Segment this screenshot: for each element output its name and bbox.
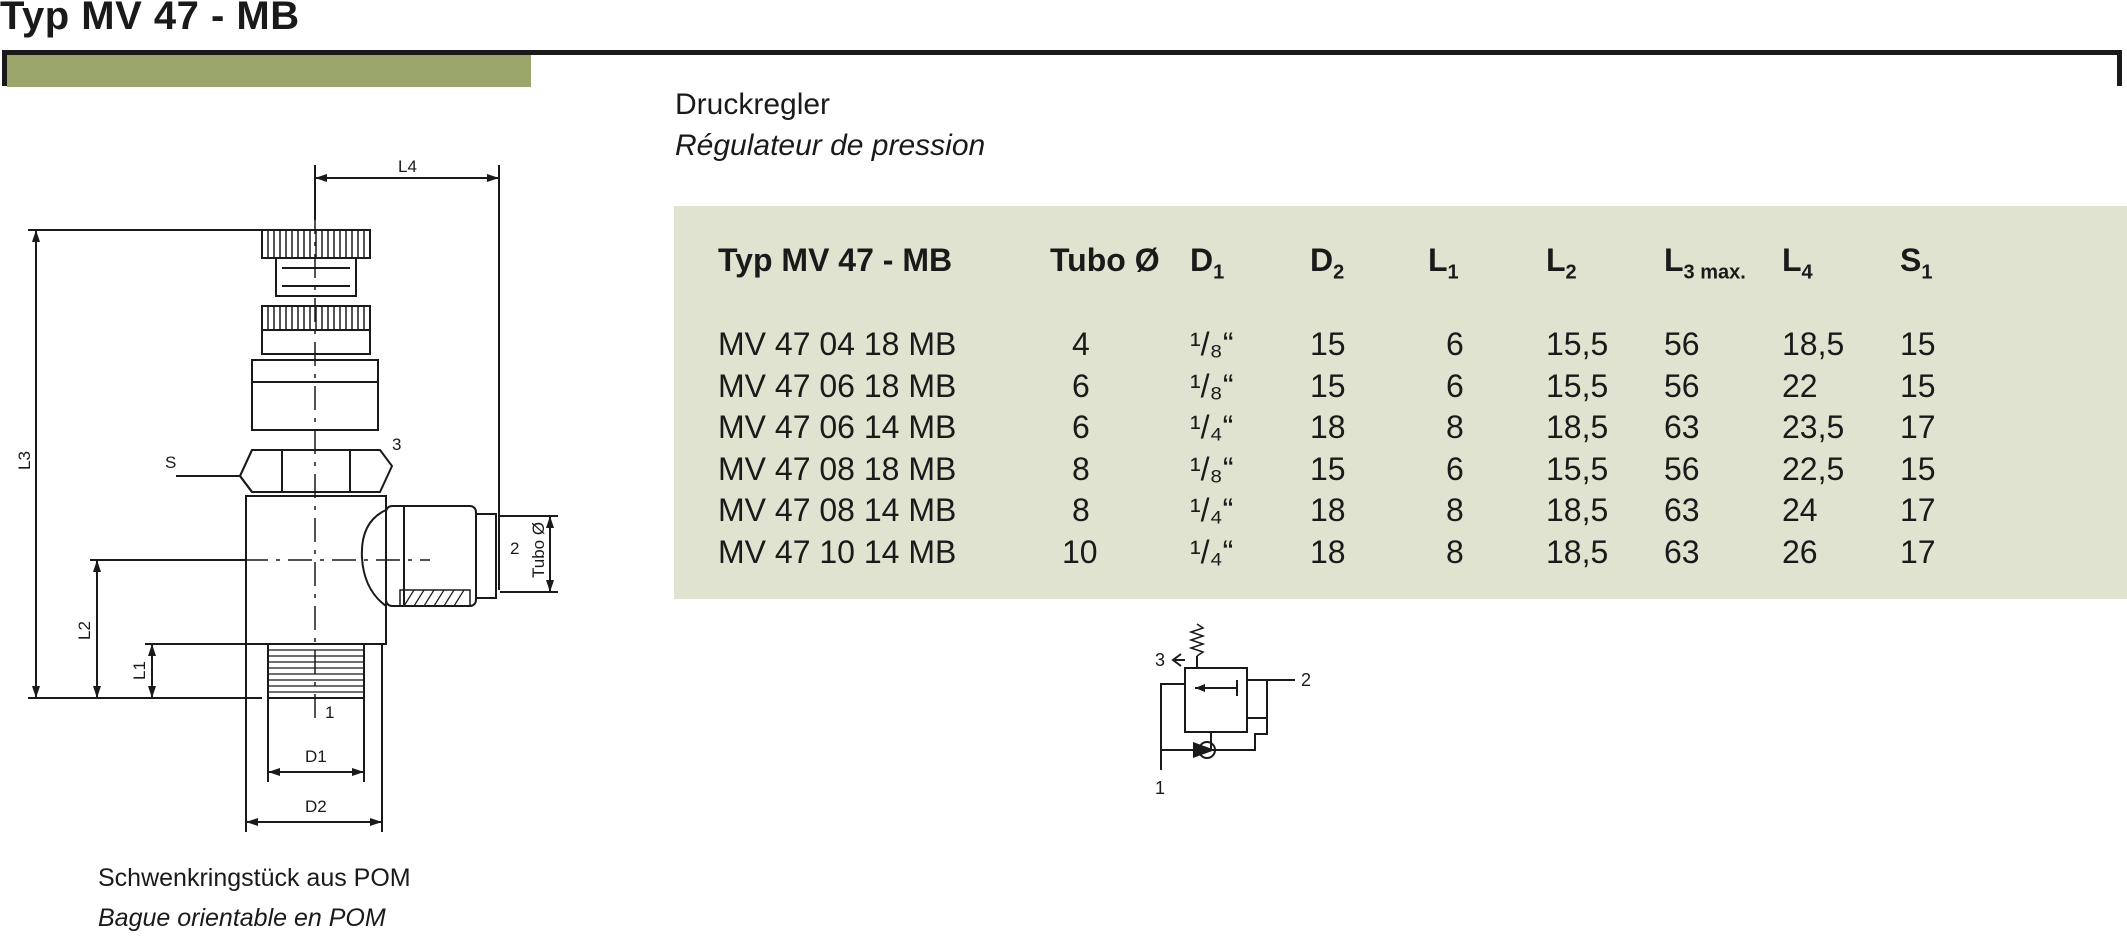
cell-l2: 18,5	[1546, 492, 1609, 528]
cell-l1: 6	[1446, 450, 1464, 487]
table-row: MV 47 04 18 MB 4 ¹/₈“ 15 6 15,5 56 18,5 …	[718, 324, 2000, 366]
cell-d1: ¹/₈“	[1190, 367, 1234, 404]
cell-d1: ¹/₄“	[1190, 533, 1234, 570]
cell-d1: ¹/₄“	[1190, 409, 1234, 445]
header-type: Typ MV 47 - MB	[718, 242, 953, 278]
cell-l2: 15,5	[1546, 367, 1609, 404]
table-row: MV 47 10 14 MB 10 ¹/₄“ 18 8 18,5 63 26 1…	[718, 532, 2000, 574]
header-l3: L3 max.	[1664, 242, 1746, 284]
cell-type: MV 47 08 14 MB	[718, 492, 957, 528]
cell-tubo: 8	[1072, 492, 1090, 528]
table-row: MV 47 08 18 MB 8 ¹/₈“ 15 6 15,5 56 22,5 …	[718, 449, 2000, 491]
cell-l3: 56	[1664, 326, 1700, 362]
table-row: MV 47 06 18 MB 6 ¹/₈“ 15 6 15,5 56 22 15	[718, 366, 2000, 408]
technical-drawing: L4 L3 L2 L1 D1 D2 S 3 2 1 Tubo Ø	[15, 157, 558, 832]
cell-tubo: 6	[1072, 367, 1090, 404]
cell-type: MV 47 06 18 MB	[718, 367, 957, 404]
cell-s1: 17	[1900, 533, 1936, 570]
cell-l4: 22,5	[1782, 450, 1845, 487]
pneumatic-symbol: 3 2 1	[1155, 623, 1311, 798]
label-s: S	[165, 453, 176, 472]
spec-table: Typ MV 47 - MB Tubo Ø D1 D2 L1 L2 L3 max…	[718, 242, 2000, 573]
cell-d2: 15	[1310, 367, 1346, 404]
cell-l3: 63	[1664, 409, 1700, 445]
page-title: Typ MV 47 - MB	[0, 0, 300, 38]
label-port-3: 3	[392, 435, 401, 454]
spec-table-panel: Typ MV 47 - MB Tubo Ø D1 D2 L1 L2 L3 max…	[674, 206, 2127, 599]
cell-d1: ¹/₄“	[1190, 492, 1234, 528]
cell-l4: 18,5	[1782, 326, 1845, 362]
cell-d1: ¹/₈“	[1190, 450, 1234, 487]
cell-d2: 18	[1310, 492, 1346, 528]
cell-tubo: 10	[1062, 533, 1098, 570]
symbol-port-1: 1	[1155, 778, 1165, 798]
cell-s1: 17	[1900, 492, 1936, 528]
caption-french: Bague orientable en POM	[98, 904, 386, 932]
cell-l1: 8	[1446, 409, 1464, 445]
cell-s1: 15	[1900, 367, 1936, 404]
cell-l2: 15,5	[1546, 326, 1609, 362]
cell-s1: 15	[1900, 326, 1936, 362]
cell-l1: 6	[1446, 367, 1464, 404]
cell-l2: 18,5	[1546, 409, 1609, 445]
cell-l1: 6	[1446, 326, 1464, 362]
cell-d1: ¹/₈“	[1190, 326, 1234, 362]
label-l3: L3	[15, 451, 34, 470]
cell-l1: 8	[1446, 533, 1464, 570]
header-d2: D2	[1310, 242, 1345, 284]
cell-type: MV 47 04 18 MB	[718, 326, 957, 362]
header-s1: S1	[1900, 242, 1933, 284]
label-d1: D1	[305, 747, 327, 766]
cell-l3: 63	[1664, 492, 1700, 528]
label-d2: D2	[305, 797, 327, 816]
table-row: MV 47 06 14 MB 6 ¹/₄“ 18 8 18,5 63 23,5 …	[718, 407, 2000, 449]
cell-d2: 15	[1310, 450, 1346, 487]
cell-tubo: 4	[1072, 326, 1090, 362]
description-german: Druckregler	[675, 88, 831, 121]
header-tubo: Tubo Ø	[1050, 242, 1160, 278]
header-l2: L2	[1546, 242, 1577, 284]
cell-l4: 24	[1782, 492, 1818, 528]
cell-l3: 56	[1664, 450, 1700, 487]
cell-d2: 18	[1310, 409, 1346, 445]
cell-l2: 15,5	[1546, 450, 1609, 487]
table-header-row: Typ MV 47 - MB Tubo Ø D1 D2 L1 L2 L3 max…	[718, 242, 2000, 300]
cell-s1: 15	[1900, 450, 1936, 487]
cell-l3: 56	[1664, 367, 1700, 404]
table-row: MV 47 08 14 MB 8 ¹/₄“ 18 8 18,5 63 24 17	[718, 490, 2000, 532]
label-port-1: 1	[325, 703, 334, 722]
label-l1: L1	[130, 661, 149, 680]
header-d1: D1	[1190, 242, 1225, 284]
title-frame	[2, 50, 2122, 86]
cell-type: MV 47 08 18 MB	[718, 450, 957, 487]
cell-tubo: 8	[1072, 450, 1090, 487]
cell-l4: 22	[1782, 367, 1818, 404]
symbol-port-2: 2	[1301, 670, 1311, 690]
label-tubo: Tubo Ø	[529, 522, 548, 578]
cell-type: MV 47 06 14 MB	[718, 409, 957, 445]
description-french: Régulateur de pression	[675, 129, 986, 162]
cell-type: MV 47 10 14 MB	[718, 533, 957, 570]
label-port-2: 2	[510, 539, 519, 558]
cell-l2: 18,5	[1546, 533, 1609, 570]
header-l4: L4	[1782, 242, 1813, 284]
label-l4: L4	[398, 157, 417, 176]
cell-tubo: 6	[1072, 409, 1090, 445]
cell-d2: 15	[1310, 326, 1346, 362]
symbol-port-3: 3	[1155, 650, 1165, 670]
cell-l4: 23,5	[1782, 409, 1845, 445]
header-l1: L1	[1428, 242, 1459, 284]
cell-l3: 63	[1664, 533, 1700, 570]
cell-d2: 18	[1310, 533, 1346, 570]
caption-german: Schwenkringstück aus POM	[98, 864, 411, 892]
accent-bar	[7, 55, 531, 87]
cell-s1: 17	[1900, 409, 1936, 445]
label-l2: L2	[75, 621, 94, 640]
cell-l1: 8	[1446, 492, 1464, 528]
cell-l4: 26	[1782, 533, 1818, 570]
